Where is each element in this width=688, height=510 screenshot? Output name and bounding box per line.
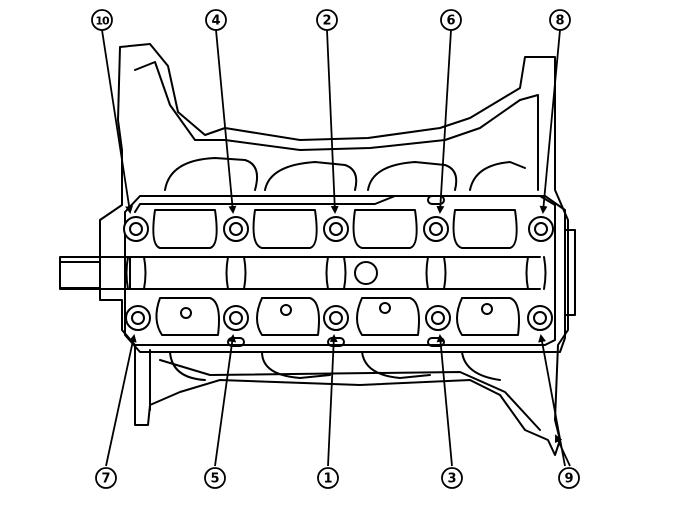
cam-journal-2 (325, 256, 347, 290)
bolt-5 (223, 305, 249, 331)
bolt-2 (323, 216, 349, 242)
callout-label: 6 (446, 14, 455, 29)
lower-port-4 (456, 297, 520, 336)
callout-10: 10 (91, 9, 113, 31)
leader-4 (215, 29, 237, 214)
cam-journal-1 (225, 256, 247, 290)
callout-label: 1 (323, 472, 332, 487)
bolt-4 (223, 216, 249, 242)
upper-port-3 (352, 209, 418, 249)
lower-port-1 (155, 297, 220, 336)
callout-4: 4 (205, 9, 227, 31)
lower-port-2 (256, 297, 320, 336)
cam-holder-plate-inner (134, 195, 556, 346)
bolt-9 (527, 305, 553, 331)
bolt-6 (423, 216, 449, 242)
callout-label: 9 (564, 472, 573, 487)
engine-block-outline (59, 43, 569, 456)
leader-1 (327, 334, 338, 467)
callout-1: 1 (317, 467, 339, 489)
callout-2: 2 (316, 9, 338, 31)
bolt-7 (125, 305, 151, 331)
cam-journal-4 (525, 256, 547, 290)
callout-9: 9 (558, 467, 580, 489)
engine-block-inner-outline (134, 61, 539, 191)
cam-journal-3 (425, 256, 447, 290)
callout-5: 5 (204, 467, 226, 489)
camshaft-left-stub (59, 256, 131, 290)
leader-10 (101, 29, 134, 214)
bolt-10 (123, 216, 149, 242)
callout-7: 7 (95, 467, 117, 489)
center-plug (354, 261, 378, 285)
cam-journal-0 (125, 256, 147, 290)
leader-2 (326, 29, 339, 214)
leader-7 (105, 334, 137, 467)
callout-label: 4 (211, 14, 220, 29)
chamber-outline-upper (164, 157, 526, 191)
callout-label: 5 (210, 472, 219, 487)
upper-port-4 (452, 209, 518, 249)
callout-label: 10 (95, 15, 110, 28)
bolt-1 (323, 305, 349, 331)
callout-label: 3 (447, 472, 456, 487)
leader-9 (538, 334, 566, 467)
callout-label: 8 (555, 14, 564, 29)
hole-lower-3 (379, 302, 391, 314)
callout-label: 2 (322, 14, 331, 29)
leader-6 (436, 29, 452, 214)
bolt-3 (425, 305, 451, 331)
bolt-8 (528, 216, 554, 242)
hole-lower-1 (180, 307, 192, 319)
callout-label: 7 (101, 472, 110, 487)
leader-5 (214, 334, 237, 467)
camshaft-right-cap (564, 229, 576, 316)
upper-port-2 (252, 209, 318, 249)
callout-8: 8 (549, 9, 571, 31)
engine-block-lower-edge (149, 349, 541, 431)
upper-port-1 (152, 209, 218, 249)
lower-port-3 (356, 297, 420, 336)
slot-upper-6 (427, 195, 445, 205)
callout-6: 6 (440, 9, 462, 31)
hole-lower-4 (481, 303, 493, 315)
hole-lower-2 (280, 304, 292, 316)
callout-3: 3 (441, 467, 463, 489)
chamber-outline-lower (169, 351, 501, 381)
leader-9b (554, 434, 571, 467)
camshaft (129, 256, 541, 290)
leader-3 (436, 334, 453, 467)
leader-8 (539, 29, 561, 214)
